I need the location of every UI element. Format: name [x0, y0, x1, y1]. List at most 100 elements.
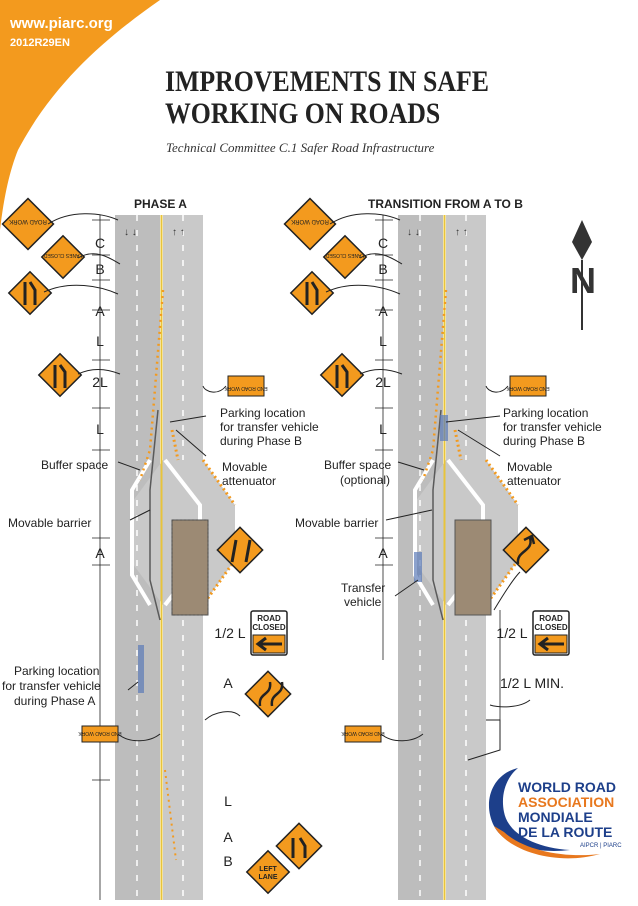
phase-a-labels: PHASE A Parking location for transfer ve…: [2, 197, 319, 708]
transition-dim-labels: C B A L 2L L A 1/2 L 1/2 L MIN.: [375, 235, 564, 691]
movable-attenuator-label-1: Movable: [507, 460, 553, 474]
parking-a-label-3: during Phase A: [14, 694, 95, 708]
movable-barrier-label: Movable barrier: [8, 516, 91, 530]
phase-a-heading: PHASE A: [134, 197, 187, 211]
road-closed-text-1: ROAD: [257, 614, 281, 623]
svg-text:END ROAD WORK: END ROAD WORK: [224, 385, 268, 391]
movable-attenuator-label-2: attenuator: [507, 474, 561, 488]
road-closed-sign-right: ROAD CLOSED: [532, 610, 570, 656]
dim-label-b: B: [223, 853, 232, 869]
transition-dimensions: [375, 215, 501, 720]
document-code: 2012R29EN: [10, 37, 70, 49]
page-subtitle: Technical Committee C.1 Safer Road Infra…: [166, 140, 435, 155]
logo-line-3: MONDIALE: [518, 809, 593, 825]
transition-labels: TRANSITION FROM A TO B Parking location …: [295, 197, 602, 609]
curve-sign-left: [244, 670, 292, 718]
left-lanes-closed-sign: LANES CLOSED: [40, 234, 86, 280]
svg-text:END ROAD WORK: END ROAD WORK: [78, 730, 122, 736]
transition-leader-lines: [325, 213, 531, 761]
logo-line-2: ASSOCIATION: [518, 794, 615, 810]
left-lanes-closed-sign-right: LANES CLOSED: [322, 234, 368, 280]
dim-label-b: B: [95, 261, 104, 277]
svg-text:LANES CLOSED: LANES CLOSED: [43, 252, 82, 258]
parking-b-label-3: during Phase B: [220, 434, 302, 448]
end-road-work-sign-left-bottom: END ROAD WORK: [78, 725, 122, 743]
transition-road: ↓ ↓ ↑ ↑: [398, 215, 520, 900]
left-lane-text-2: LANE: [258, 874, 277, 881]
parking-a-label-1: Parking location: [14, 664, 99, 678]
svg-text:LANES CLOSED: LANES CLOSED: [325, 252, 364, 258]
logo-line-4: DE LA ROUTE: [518, 824, 613, 840]
dim-label-2l: 2L: [375, 374, 391, 390]
parking-b-label-1: Parking location: [220, 406, 305, 420]
dim-label-a: A: [378, 545, 388, 561]
road-closed-text-2: CLOSED: [252, 623, 286, 632]
svg-text:END ROAD WORK: END ROAD WORK: [506, 385, 550, 391]
svg-text:↓ ↓: ↓ ↓: [124, 227, 137, 238]
curve-right-sign: [502, 526, 550, 574]
dim-label-2l: 2L: [92, 374, 108, 390]
movable-attenuator-label-2: attenuator: [222, 474, 276, 488]
corner-banner: [0, 0, 160, 230]
road-closed-text-1: ROAD: [539, 614, 563, 623]
buffer-optional-label: (optional): [340, 473, 390, 487]
dim-label-a: A: [223, 675, 233, 691]
road-work-ahead-sign-right: ROAD WORK: [283, 197, 337, 251]
parking-a-label-2: for transfer vehicle: [2, 679, 101, 693]
road-work-ahead-sign: ROAD WORK: [1, 197, 55, 251]
dim-label-c: C: [378, 235, 388, 251]
divided-highway-sign: [216, 526, 264, 574]
buffer-space-label: Buffer space: [41, 458, 108, 472]
north-arrow-icon: N: [570, 220, 596, 330]
lane-end-sign-bottom: [275, 822, 323, 870]
dim-label-c: C: [95, 235, 105, 251]
parking-b-label-2: for transfer vehicle: [220, 420, 319, 434]
lane-shift-sign: [37, 352, 83, 398]
svg-text:↓ ↓: ↓ ↓: [407, 227, 420, 238]
left-lane-text-1: LEFT: [259, 866, 277, 873]
svg-text:↑ ↑: ↑ ↑: [455, 227, 468, 238]
transfer-vehicle-label-2: vehicle: [344, 595, 382, 609]
dim-label-half-l: 1/2 L: [496, 625, 527, 641]
title-line-1: IMPROVEMENTS IN SAFE: [165, 65, 489, 98]
end-road-work-sign-right-bottom: END ROAD WORK: [341, 725, 385, 743]
dim-label-l: L: [96, 333, 104, 349]
svg-text:ROAD WORK: ROAD WORK: [9, 218, 47, 224]
piarc-logo-icon: [488, 768, 600, 859]
transfer-vehicle-label-1: Transfer: [341, 581, 385, 595]
north-letter: N: [570, 260, 596, 301]
phase-a-dim-labels: C B A L 2L L A 1/2 L A L A B: [92, 235, 246, 869]
dim-label-half-l: 1/2 L: [214, 625, 245, 641]
dim-label-a: A: [378, 303, 388, 319]
end-road-work-sign-right: END ROAD WORK: [506, 375, 550, 397]
svg-text:ROAD WORK: ROAD WORK: [291, 218, 329, 224]
lane-merge-sign: [7, 270, 53, 316]
website-url[interactable]: www.piarc.org: [10, 15, 113, 32]
logo-small-text: AIPCR | PIARC: [580, 843, 622, 849]
road-closed-sign-left: ROAD CLOSED: [250, 610, 288, 656]
parking-b-label-1: Parking location: [503, 406, 588, 420]
work-zone-diagram: ↓ ↓ ↑ ↑ C B A L 2L L A 1/2 L A L A B ROA…: [1, 197, 602, 900]
dim-label-l: L: [96, 421, 104, 437]
dim-label-b: B: [378, 261, 387, 277]
transition-heading: TRANSITION FROM A TO B: [368, 197, 523, 211]
road-closed-text-2: CLOSED: [534, 623, 568, 632]
logo-line-1: WORLD ROAD: [518, 779, 616, 795]
parking-b-label-2: for transfer vehicle: [503, 420, 602, 434]
dim-label-l: L: [379, 333, 387, 349]
svg-text:↑ ↑: ↑ ↑: [172, 227, 185, 238]
dim-label-a: A: [95, 545, 105, 561]
page-title: IMPROVEMENTS IN SAFE WORKING ON ROADS: [165, 66, 543, 130]
svg-text:END ROAD WORK: END ROAD WORK: [341, 730, 385, 736]
piarc-logo-text: WORLD ROAD ASSOCIATION MONDIALE DE LA RO…: [518, 780, 616, 840]
left-lane-sign-bottom: LEFT LANE: [245, 849, 291, 895]
dim-label-half-l-min: 1/2 L MIN.: [500, 675, 564, 691]
title-line-2: WORKING ON ROADS: [165, 97, 441, 130]
parking-b-label-3: during Phase B: [503, 434, 585, 448]
dim-label-l: L: [379, 421, 387, 437]
lane-shift-sign-right: [319, 352, 365, 398]
movable-barrier-label: Movable barrier: [295, 516, 378, 530]
dim-label-a: A: [95, 303, 105, 319]
dim-label-l: L: [224, 793, 232, 809]
buffer-space-label: Buffer space: [324, 458, 391, 472]
